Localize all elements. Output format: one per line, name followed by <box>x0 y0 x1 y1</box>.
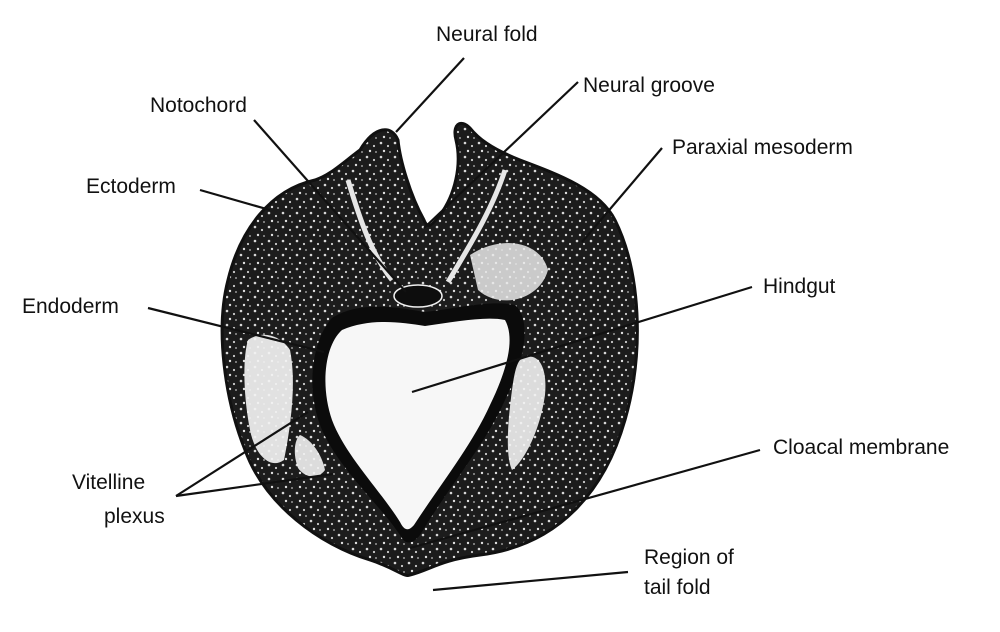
label-ectoderm: Ectoderm <box>86 175 176 198</box>
label-neural-groove: Neural groove <box>583 74 715 97</box>
leader-hindgut <box>411 285 753 394</box>
leader-paraxial-mesoderm <box>581 147 663 243</box>
label-endoderm: Endoderm <box>22 295 119 318</box>
label-paraxial-mesoderm: Paraxial mesoderm <box>672 136 853 159</box>
neural-plate-boundary-right <box>445 169 508 284</box>
leader-neural-groove <box>423 81 579 229</box>
label-notochord: Notochord <box>150 94 247 117</box>
leader-endoderm <box>147 306 325 354</box>
leader-vitelline-plexus-lower <box>175 472 334 498</box>
hindgut-cavity <box>325 318 510 530</box>
mesoderm-space-right <box>507 356 546 470</box>
label-neural-fold: Neural fold <box>436 23 538 46</box>
label-vitelline-plexus-line1: Vitelline <box>72 471 146 494</box>
mesoderm-light-region <box>470 243 548 301</box>
leader-lines <box>147 57 761 592</box>
vitelline-space-left <box>244 334 293 464</box>
label-hindgut: Hindgut <box>763 275 836 298</box>
label-region-of-tail-fold-line2: tail fold <box>644 576 711 599</box>
leader-ectoderm <box>199 188 271 212</box>
leader-cloacal-membrane <box>409 448 761 550</box>
notochord-shape <box>393 284 443 308</box>
vitelline-space-lower <box>294 435 325 477</box>
label-vitelline-plexus-line2: plexus <box>104 505 165 528</box>
label-region-of-tail-fold-line1: Region of <box>644 546 734 569</box>
neural-plate-boundary <box>345 179 394 282</box>
leader-region-of-tail-fold <box>432 570 629 592</box>
leader-notochord <box>253 119 407 293</box>
leader-neural-fold <box>395 57 465 133</box>
label-cloacal-membrane: Cloacal membrane <box>773 436 950 459</box>
leader-vitelline-plexus-upper <box>175 411 309 497</box>
